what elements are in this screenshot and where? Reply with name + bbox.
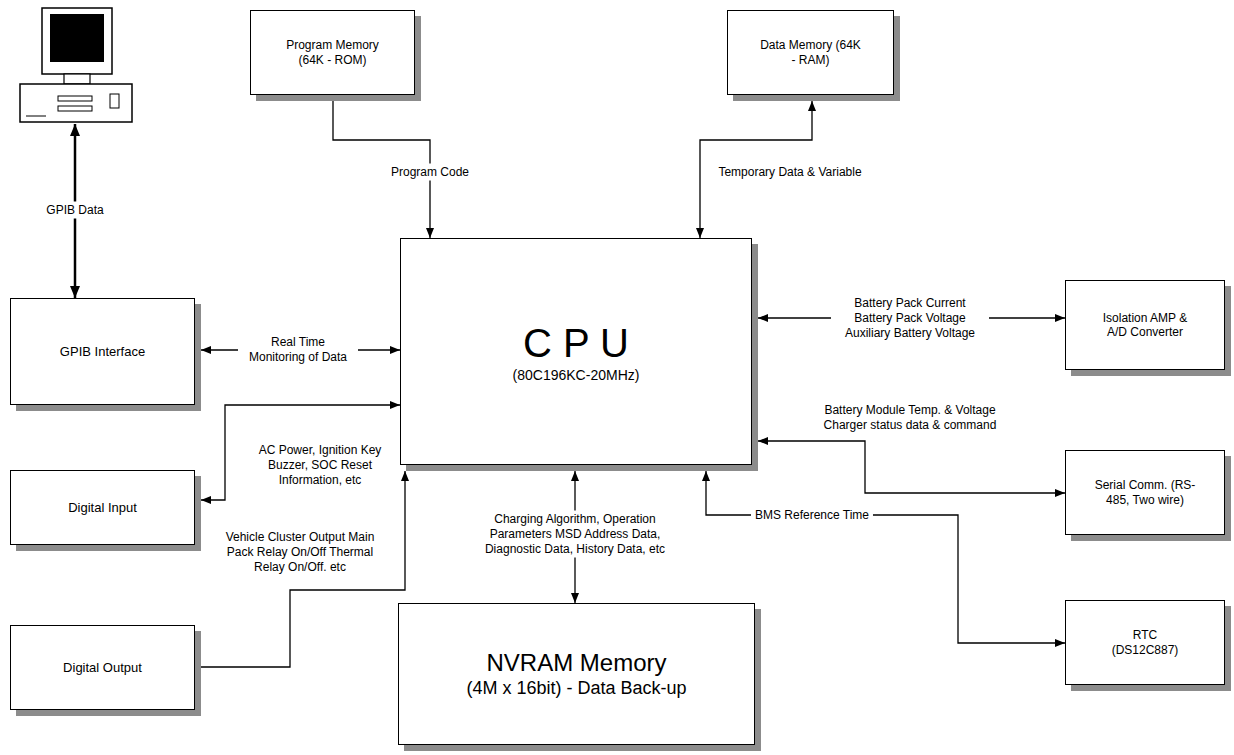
box-text: (80C196KC-20MHz) — [513, 367, 640, 384]
computer-icon — [20, 8, 132, 122]
signal-label: Charging Algorithm, Operation Parameters… — [469, 511, 681, 558]
signal-label: Battery Pack Current Battery Pack Voltag… — [831, 295, 989, 342]
box-text: Serial Comm. (RS-485, Two wire) — [1085, 478, 1205, 507]
block-box: Digital Input — [10, 470, 195, 545]
box-text: (4M x 16bit) - Data Back-up — [466, 678, 686, 700]
signal-connector — [201, 405, 400, 500]
box-text: Program Memory (64K - ROM) — [279, 38, 387, 67]
signal-label: BMS Reference Time — [751, 507, 873, 524]
box-text: GPIB Interface — [60, 344, 145, 360]
box-text: Data Memory (64K - RAM) — [757, 38, 865, 67]
block-box: Program Memory (64K - ROM) — [250, 10, 415, 95]
block-box: C P U(80C196KC-20MHz) — [400, 238, 752, 465]
signal-label: Vehicle Cluster Output Main Pack Relay O… — [220, 529, 380, 576]
signal-label: Temporary Data & Variable — [714, 164, 865, 181]
block-box: RTC (DS12C887) — [1065, 600, 1225, 685]
box-text: Digital Input — [68, 500, 137, 516]
signal-label: Program Code — [387, 164, 473, 181]
box-text: RTC (DS12C887) — [1107, 628, 1183, 657]
signal-label: AC Power, Ignition Key Buzzer, SOC Reset… — [249, 442, 391, 489]
box-text: Digital Output — [63, 660, 142, 676]
signal-connector — [201, 471, 405, 667]
box-text: C P U — [523, 319, 629, 367]
box-text: Isolation AMP & A/D Converter — [1095, 311, 1195, 340]
block-box: Isolation AMP & A/D Converter — [1065, 280, 1225, 370]
link-label: GPIB Data — [42, 202, 107, 219]
signal-connector — [706, 471, 1065, 643]
block-box: Data Memory (64K - RAM) — [727, 10, 894, 95]
block-box: Serial Comm. (RS-485, Two wire) — [1065, 450, 1225, 535]
block-box: GPIB Interface — [10, 298, 195, 405]
signal-connector — [758, 441, 1065, 493]
block-box: Digital Output — [10, 625, 195, 710]
block-box: NVRAM Memory(4M x 16bit) - Data Back-up — [398, 603, 755, 745]
signal-label: Real Time Monitoring of Data — [238, 334, 358, 366]
box-text: NVRAM Memory — [486, 649, 666, 678]
signal-label: Battery Module Temp. & Voltage Charger s… — [810, 402, 1010, 434]
